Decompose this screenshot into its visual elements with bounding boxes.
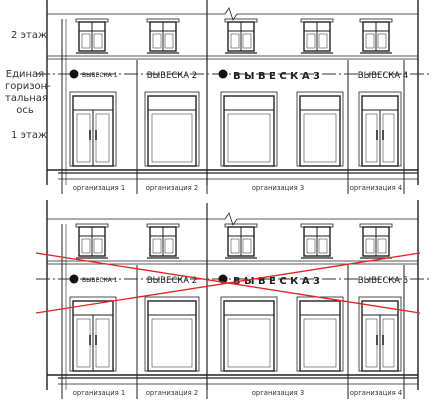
- facade-panel-correct: ВЫВЕСКА 1 ВЫВЕСКА 2 В Ы В Е С К А 3 ВЫВЕСКА…: [36, 0, 430, 194]
- window-pane: [377, 33, 387, 49]
- organization-label-3: организация 3: [252, 389, 304, 397]
- break-mark: [224, 7, 238, 21]
- door-leaf-glass: [95, 318, 110, 368]
- door-leaf-glass: [382, 113, 395, 163]
- showcase-window: [223, 95, 275, 167]
- showcase-window: [147, 95, 197, 167]
- organization-label-1: организация 1: [73, 184, 125, 192]
- sign-1: ВЫВЕСКА 1: [82, 72, 118, 79]
- sign-3: В Ы В Е С К А 3: [233, 276, 320, 287]
- organization-label-3: организация 3: [252, 184, 304, 192]
- window-pane: [230, 33, 240, 49]
- sign-3: В Ы В Е С К А 3: [233, 71, 320, 82]
- window-pane: [306, 33, 316, 49]
- showcase-glass: [227, 113, 271, 163]
- showcase-glass: [151, 113, 193, 163]
- window-pane: [365, 33, 375, 49]
- window-pane: [230, 238, 240, 254]
- sign-logo-dot: [69, 274, 79, 284]
- door-leaf-glass: [365, 113, 378, 163]
- door-leaf-glass: [365, 318, 378, 368]
- showcase-frame: [144, 296, 200, 372]
- organization-label-2: организация 2: [146, 389, 198, 397]
- window-pane: [93, 238, 103, 254]
- showcase-window: [223, 300, 275, 372]
- door-leaf-glass: [95, 113, 110, 163]
- door-leaf-glass: [76, 113, 91, 163]
- window-pane: [81, 33, 91, 49]
- showcase-glass: [151, 318, 193, 368]
- showcase-glass: [303, 318, 337, 368]
- organization-label-1: организация 1: [73, 389, 125, 397]
- window-pane: [318, 33, 328, 49]
- cross-line-2: [35, 252, 421, 314]
- window-pane: [242, 33, 252, 49]
- window-pane: [377, 238, 387, 254]
- floor2-label: 2 этаж: [11, 30, 47, 41]
- window-pane: [306, 238, 316, 254]
- window-pane: [164, 33, 174, 49]
- facade-panel-incorrect: ВЫВЕСКА 1 ВЫВЕСКА 2 В Ы В Е С К А 3 ВЫВЕСКА…: [35, 200, 430, 399]
- window-pane: [318, 238, 328, 254]
- window-pane: [365, 238, 375, 254]
- window-pane: [152, 33, 162, 49]
- showcase-frame: [144, 91, 200, 167]
- sign-4: ВЫВЕСКА 4: [358, 71, 408, 81]
- door-leaf-glass: [76, 318, 91, 368]
- sign-2: ВЫВЕСКА 2: [147, 276, 197, 286]
- showcase-window: [299, 95, 341, 167]
- sign-4: ВЫВЕСКА 5: [358, 276, 408, 286]
- showcase-window: [299, 300, 341, 372]
- window-pane: [152, 238, 162, 254]
- break-mark: [224, 212, 238, 226]
- showcase-frame: [220, 91, 278, 167]
- sign-1: ВЫВЕСКА 1: [82, 277, 118, 284]
- window-pane: [164, 238, 174, 254]
- showcase-glass: [227, 318, 271, 368]
- door-leaf-glass: [382, 318, 395, 368]
- organization-label-4: организация 4: [350, 184, 402, 192]
- organization-label-2: организация 2: [146, 184, 198, 192]
- organization-label-4: организация 4: [350, 389, 402, 397]
- showcase-glass: [303, 113, 337, 163]
- window-pane: [93, 33, 103, 49]
- sign-2: ВЫВЕСКА 2: [147, 71, 197, 81]
- sign-logo-dot: [69, 69, 79, 79]
- floor1-label: 1 этаж: [11, 130, 47, 141]
- window-pane: [81, 238, 91, 254]
- showcase-window: [147, 300, 197, 372]
- window-pane: [242, 238, 252, 254]
- showcase-frame: [220, 296, 278, 372]
- sign-logo-dot: [218, 69, 228, 79]
- axis-label: Единая горизон- тальная ось: [5, 69, 51, 116]
